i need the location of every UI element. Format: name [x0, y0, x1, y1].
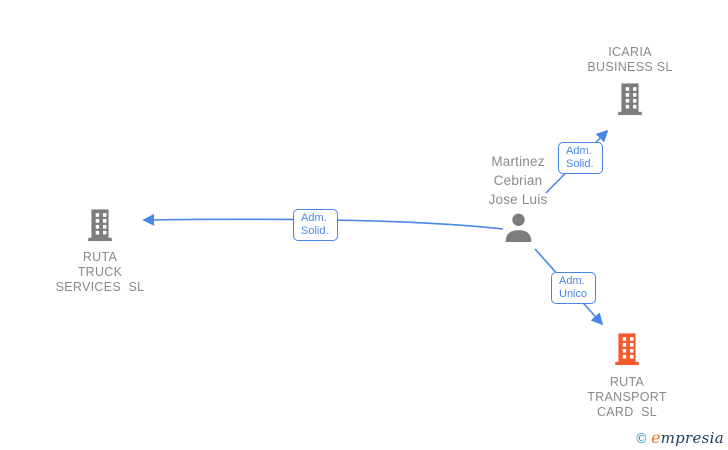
node-martinez-cebrian-jose-luis[interactable]: Martinez Cebrian Jose Luis — [458, 152, 578, 249]
node-label-line: Jose Luis — [488, 192, 548, 207]
node-label-line: SERVICES SL — [55, 280, 145, 294]
node-label-line: RUTA — [609, 375, 645, 389]
edge-label-line: Adm. — [301, 212, 327, 224]
brand-name: mpresia — [660, 429, 724, 447]
building-icon — [85, 209, 115, 247]
node-ruta-transport-card-sl[interactable]: RUTA TRANSPORT CARD SL — [563, 333, 691, 420]
node-label: ICARIA BUSINESS SL — [587, 45, 672, 75]
edge-label-line: Adm. — [559, 275, 585, 287]
building-icon — [612, 333, 642, 371]
empresia-logo[interactable]: ©empresia — [635, 428, 724, 447]
node-label-line: ICARIA — [608, 45, 652, 59]
building-icon — [615, 83, 645, 121]
node-label-line: Cebrian — [493, 173, 543, 188]
node-icaria-business-sl[interactable]: ICARIA BUSINESS SL — [563, 45, 697, 121]
edge-label-line: Solid. — [301, 225, 329, 237]
brand-initial: e — [651, 428, 661, 447]
edge-label-adm-solid-icaria[interactable]: Adm. Solid. — [558, 142, 603, 174]
edge-label-adm-unico-ruta-transport[interactable]: Adm. Unico — [551, 272, 596, 304]
node-label-line: Martinez — [491, 154, 545, 169]
edge-label-line: Solid. — [566, 158, 594, 170]
node-label-line: TRUCK — [77, 265, 123, 279]
node-label-line: RUTA — [82, 250, 118, 264]
edge-label-line: Adm. — [566, 145, 592, 157]
node-label: RUTA TRUCK SERVICES SL — [56, 250, 145, 295]
node-label-line: CARD SL — [596, 405, 658, 419]
edge-martinez-to-ruta-truck — [142, 213, 504, 230]
node-label-line: BUSINESS SL — [587, 60, 673, 74]
edge-label-adm-solid-ruta-truck[interactable]: Adm. Solid. — [293, 209, 338, 241]
node-label: Martinez Cebrian Jose Luis — [489, 152, 548, 209]
node-label: RUTA TRANSPORT CARD SL — [587, 375, 667, 420]
copyright-symbol: © — [634, 431, 649, 447]
node-ruta-truck-services-sl[interactable]: RUTA TRUCK SERVICES SL — [38, 209, 162, 295]
node-label-line: TRANSPORT — [587, 390, 667, 404]
edge-label-line: Unico — [559, 288, 588, 300]
person-icon — [502, 211, 535, 249]
